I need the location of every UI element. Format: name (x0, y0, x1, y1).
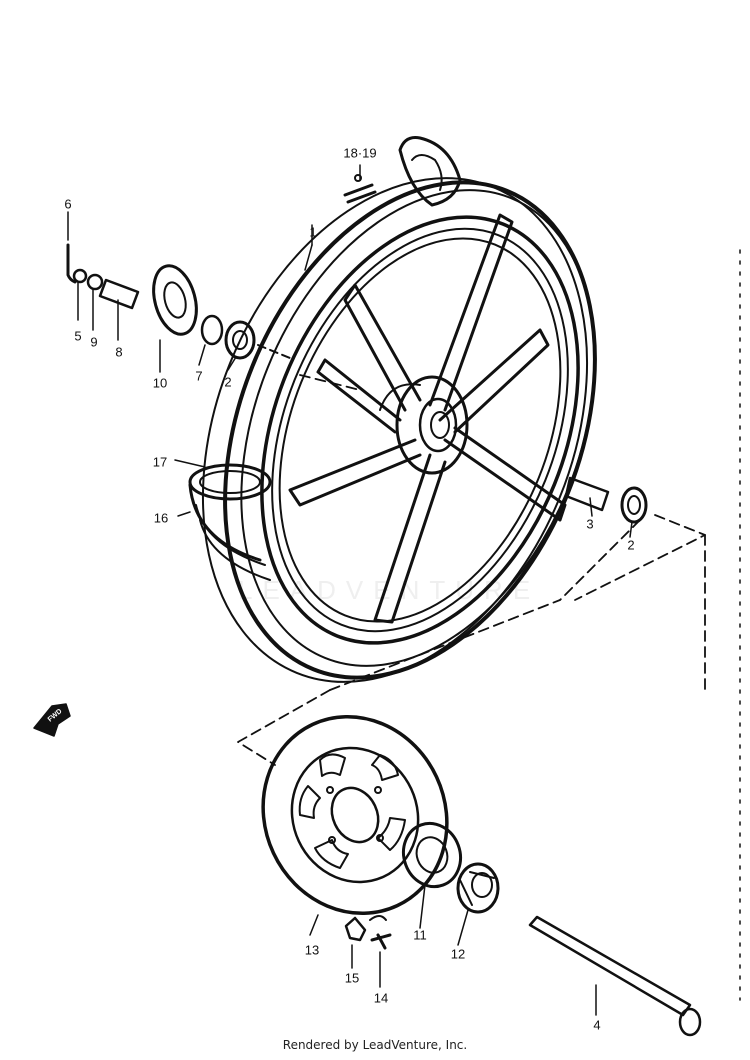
label-13: 13 (304, 942, 320, 958)
seal-plate (402, 821, 462, 889)
dashed-leaders (237, 374, 706, 766)
label-11: 11 (413, 927, 427, 943)
left-axle-parts (66, 243, 291, 360)
label-16: 16 (153, 510, 169, 526)
tube-top (398, 136, 462, 207)
valve-cap (343, 174, 377, 204)
wheel-rim (260, 215, 580, 645)
label-leaders (67, 164, 633, 1016)
spacer (456, 862, 500, 914)
label-7: 7 (195, 368, 203, 384)
label-14: 14 (373, 990, 389, 1006)
fwd-arrow: FWD (33, 703, 71, 737)
label-15: 15 (344, 970, 360, 986)
tube-section (188, 463, 272, 581)
label-1: 1 (309, 224, 317, 240)
label-5: 5 (74, 328, 82, 344)
wheel-spokes (288, 213, 567, 624)
label-18-19: 18·19 (343, 145, 377, 161)
axle-shaft (528, 915, 702, 1037)
label-17: 17 (152, 454, 168, 470)
label-10: 10 (152, 375, 168, 391)
disc-bolts (344, 915, 392, 950)
label-12: 12 (450, 946, 466, 962)
label-6: 6 (64, 196, 72, 212)
label-2-right: 2 (627, 537, 635, 553)
label-9: 9 (90, 334, 98, 350)
label-4: 4 (593, 1017, 601, 1033)
brake-disc (261, 714, 449, 916)
wheel-hub (379, 375, 469, 475)
label-2-left: 2 (224, 374, 232, 390)
label-3: 3 (586, 516, 594, 532)
right-axle-parts (564, 476, 648, 524)
label-8: 8 (115, 344, 123, 360)
footer-credit: Rendered by LeadVenture, Inc. (282, 1038, 468, 1052)
